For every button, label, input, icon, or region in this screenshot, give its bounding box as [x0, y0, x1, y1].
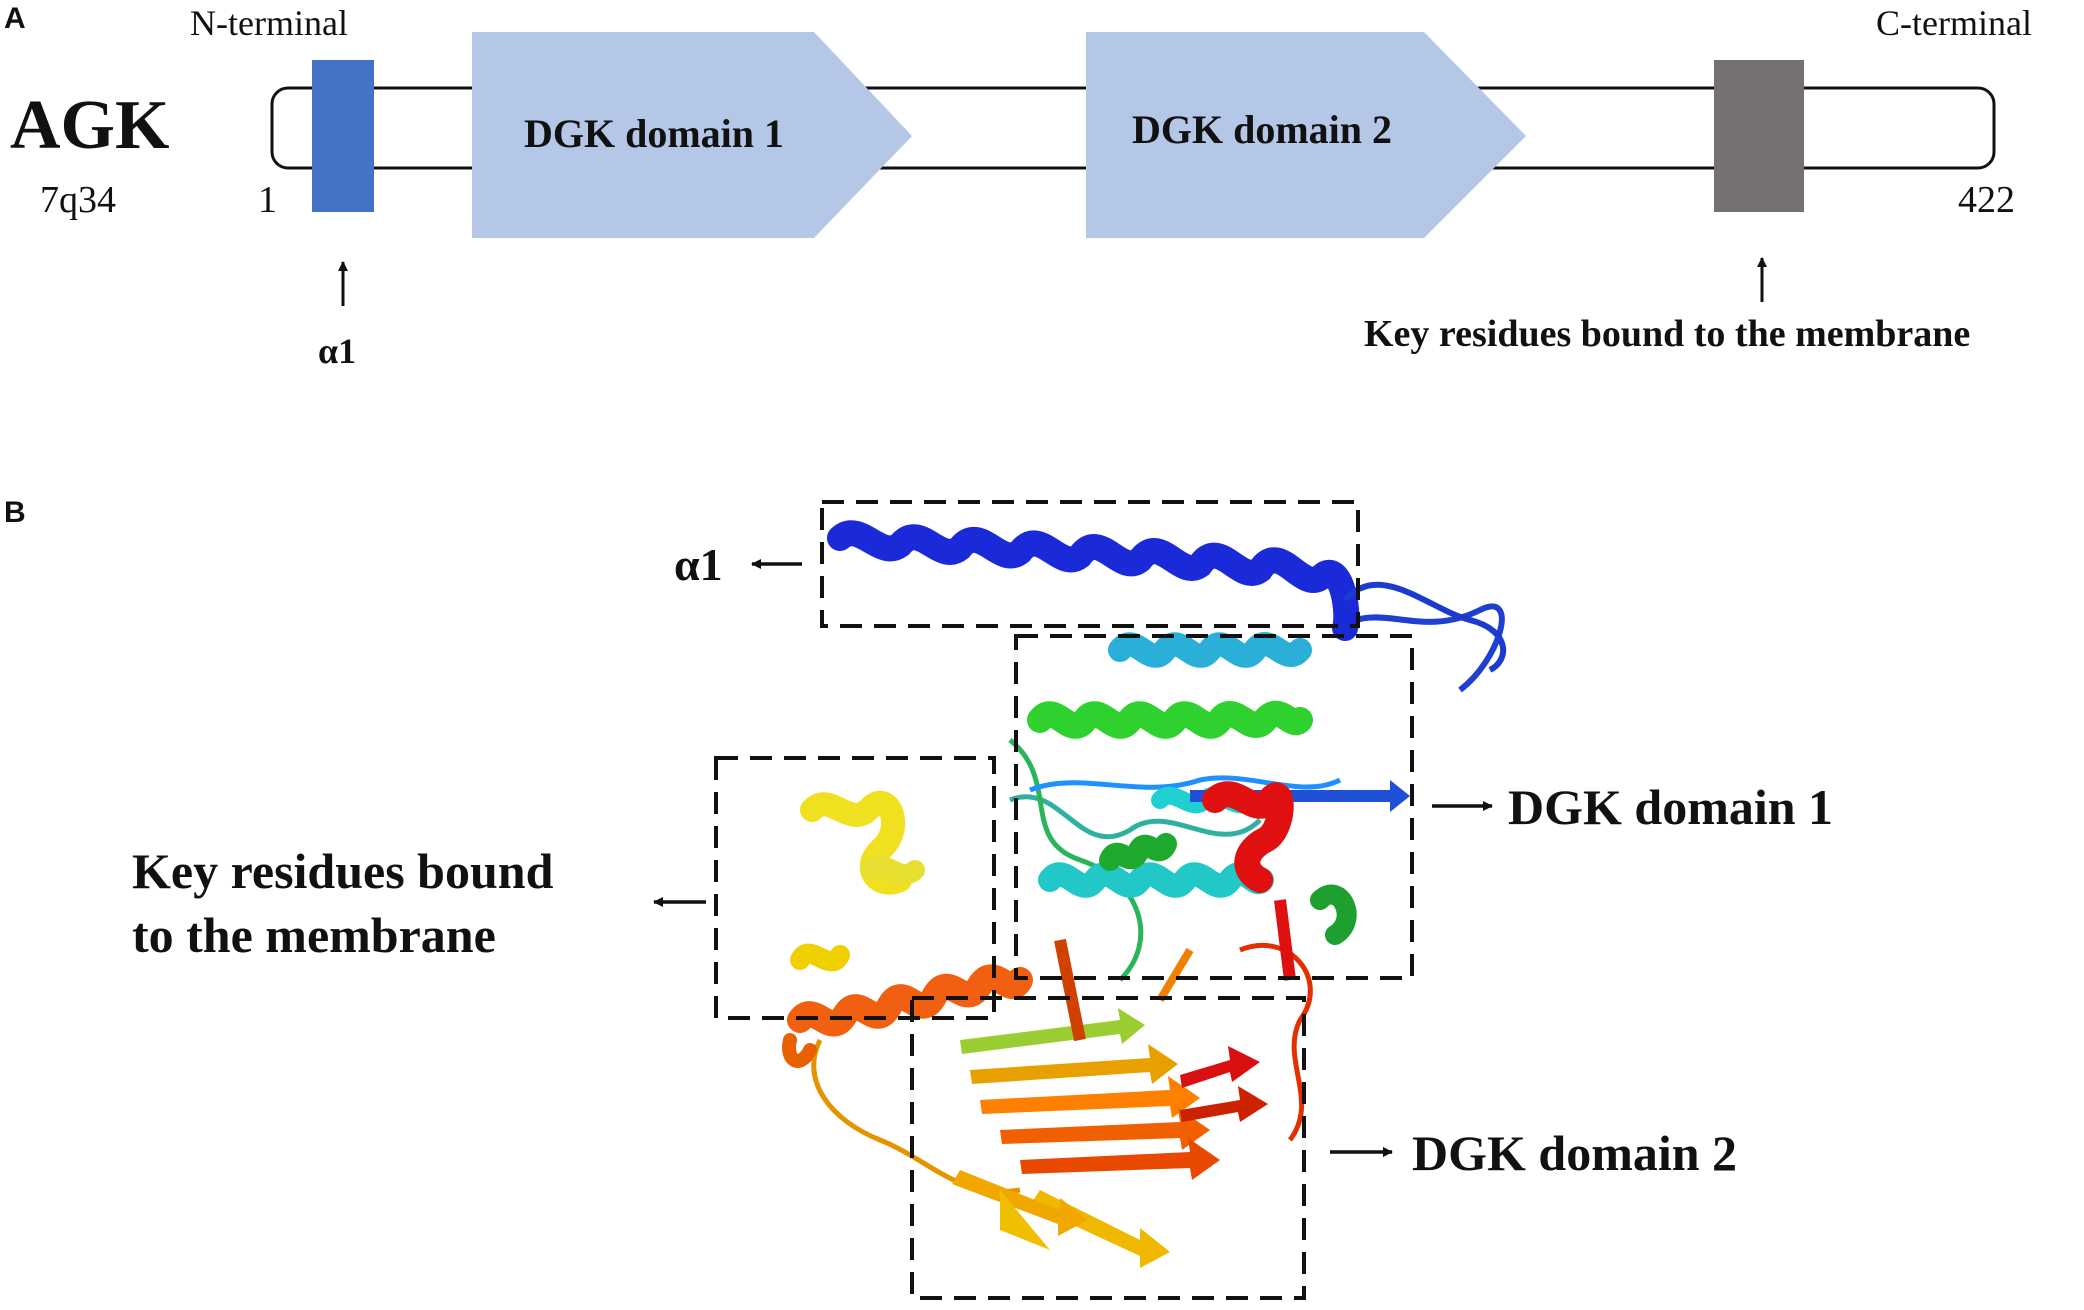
- panel-a-label: A: [4, 2, 26, 35]
- dgk-domain-2-dashed-box: [910, 996, 1306, 1300]
- start-residue: 1: [258, 179, 277, 221]
- gene-locus: 7q34: [40, 179, 116, 221]
- structure-membrane-label-line1: Key residues bound: [132, 843, 554, 899]
- structure-domain-1-label: DGK domain 1: [1508, 779, 1834, 835]
- dgk-domain-1-dashed-box: [1014, 634, 1414, 980]
- gene-name: AGK: [10, 87, 170, 164]
- c-terminal-label: C-terminal: [1876, 3, 2032, 43]
- dgk-domain-2-shape: [1086, 32, 1526, 238]
- alpha1-dashed-box: [820, 500, 1360, 628]
- membrane-residues-label: Key residues bound to the membrane: [1364, 313, 1971, 355]
- n-terminal-label: N-terminal: [190, 3, 348, 43]
- panel-b-label: B: [4, 496, 26, 529]
- dgk-domain-1-label: DGK domain 1: [524, 111, 785, 156]
- structure-domain-2-label: DGK domain 2: [1412, 1125, 1738, 1181]
- dgk-domain-1-shape: [472, 32, 912, 238]
- alpha1-label: α1: [318, 331, 357, 371]
- structure-alpha1-label: α1: [674, 539, 723, 590]
- alpha1-helix: [827, 520, 1360, 641]
- alpha1-region-box: [312, 60, 374, 212]
- membrane-dashed-box: [714, 756, 996, 1020]
- end-residue: 422: [1958, 179, 2015, 221]
- protein-structure: [782, 520, 1507, 1268]
- membrane-region-box: [1714, 60, 1804, 212]
- structure-membrane-label-line2: to the membrane: [132, 907, 496, 963]
- dgk-domain-2-label: DGK domain 2: [1132, 107, 1393, 152]
